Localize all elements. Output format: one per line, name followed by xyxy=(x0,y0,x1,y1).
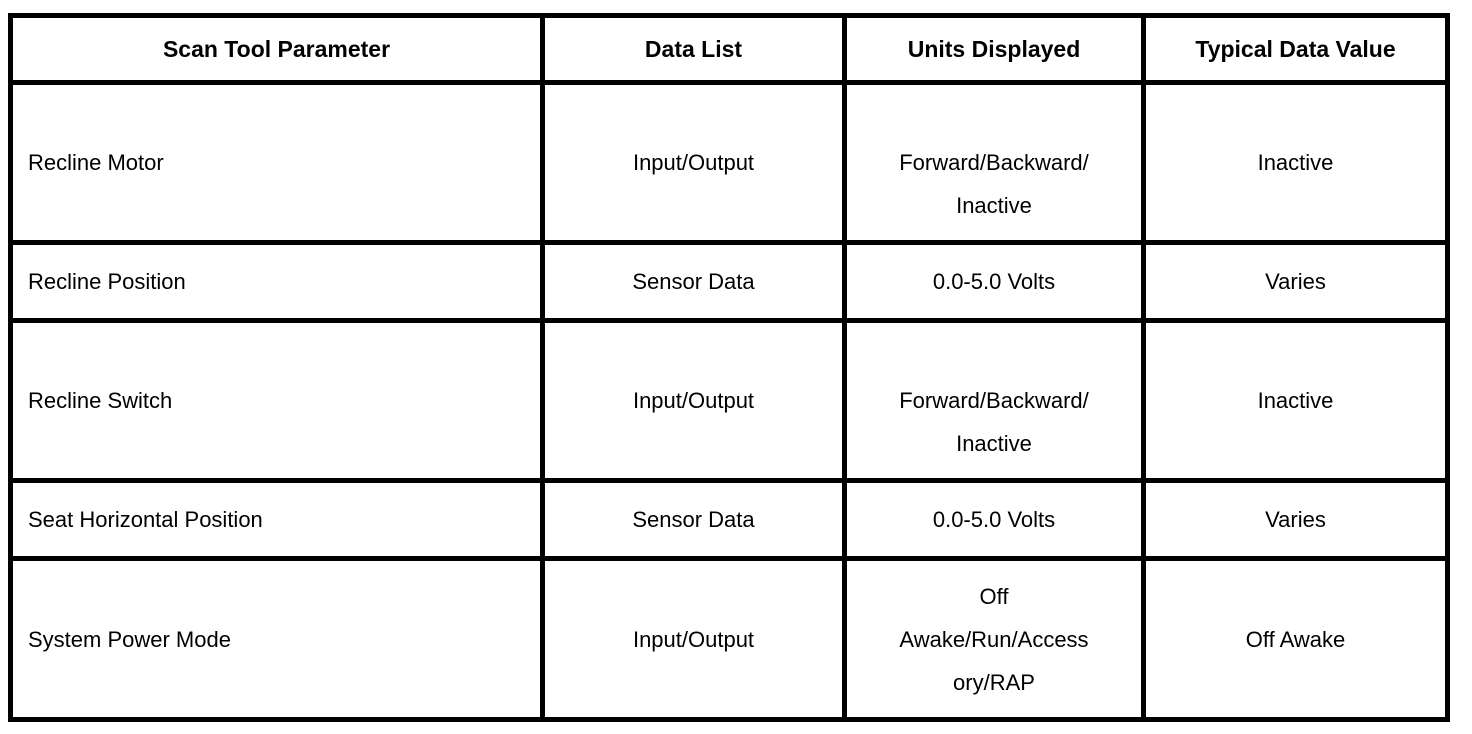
units-line: 0.0-5.0 Volts xyxy=(932,269,1056,294)
units-line: Inactive xyxy=(956,193,1032,218)
cell-data-list: Input/Output xyxy=(540,80,847,245)
cell-data-list: Sensor Data xyxy=(540,478,847,561)
scan-tool-parameter-table: Scan Tool Parameter Data List Units Disp… xyxy=(8,13,1450,722)
cell-data-list: Sensor Data xyxy=(540,240,847,323)
table-row: Recline Switch Input/Output Forward/Back… xyxy=(8,318,1450,483)
cell-units-displayed: 0.0-5.0 Volts xyxy=(842,240,1146,323)
table-row: Recline Position Sensor Data 0.0-5.0 Vol… xyxy=(8,240,1450,323)
cell-data-list: Input/Output xyxy=(540,556,847,722)
units-line: Inactive xyxy=(956,431,1032,456)
table-header-row: Scan Tool Parameter Data List Units Disp… xyxy=(8,13,1450,85)
cell-units-displayed: Forward/Backward/ Inactive xyxy=(842,80,1146,245)
cell-typical-data-value: Varies xyxy=(1141,240,1450,323)
cell-units-displayed: Forward/Backward/ Inactive xyxy=(842,318,1146,483)
cell-scan-tool-parameter: Recline Position xyxy=(8,240,545,323)
cell-scan-tool-parameter: Recline Switch xyxy=(8,318,545,483)
table-row: Seat Horizontal Position Sensor Data 0.0… xyxy=(8,478,1450,561)
units-line: 0.0-5.0 Volts xyxy=(932,507,1056,532)
column-header-scan-tool-parameter: Scan Tool Parameter xyxy=(8,13,545,85)
cell-scan-tool-parameter: Seat Horizontal Position xyxy=(8,478,545,561)
units-line: Forward/Backward/ xyxy=(899,388,1089,413)
cell-units-displayed: 0.0-5.0 Volts xyxy=(842,478,1146,561)
column-header-typical-data-value: Typical Data Value xyxy=(1141,13,1450,85)
units-line: Off xyxy=(979,583,1009,609)
cell-typical-data-value: Off Awake xyxy=(1141,556,1450,722)
cell-typical-data-value: Inactive xyxy=(1141,318,1450,483)
cell-data-list: Input/Output xyxy=(540,318,847,483)
units-line: Awake/Run/Access xyxy=(899,626,1089,652)
column-header-units-displayed: Units Displayed xyxy=(842,13,1146,85)
cell-units-displayed: Off Awake/Run/Access ory/RAP xyxy=(842,556,1146,722)
units-line: Forward/Backward/ xyxy=(899,150,1089,175)
column-header-data-list: Data List xyxy=(540,13,847,85)
cell-typical-data-value: Varies xyxy=(1141,478,1450,561)
cell-scan-tool-parameter: System Power Mode xyxy=(8,556,545,722)
cell-typical-data-value: Inactive xyxy=(1141,80,1450,245)
cell-scan-tool-parameter: Recline Motor xyxy=(8,80,545,245)
table-row: System Power Mode Input/Output Off Awake… xyxy=(8,556,1450,722)
table-row: Recline Motor Input/Output Forward/Backw… xyxy=(8,80,1450,245)
units-line: ory/RAP xyxy=(953,669,1035,695)
